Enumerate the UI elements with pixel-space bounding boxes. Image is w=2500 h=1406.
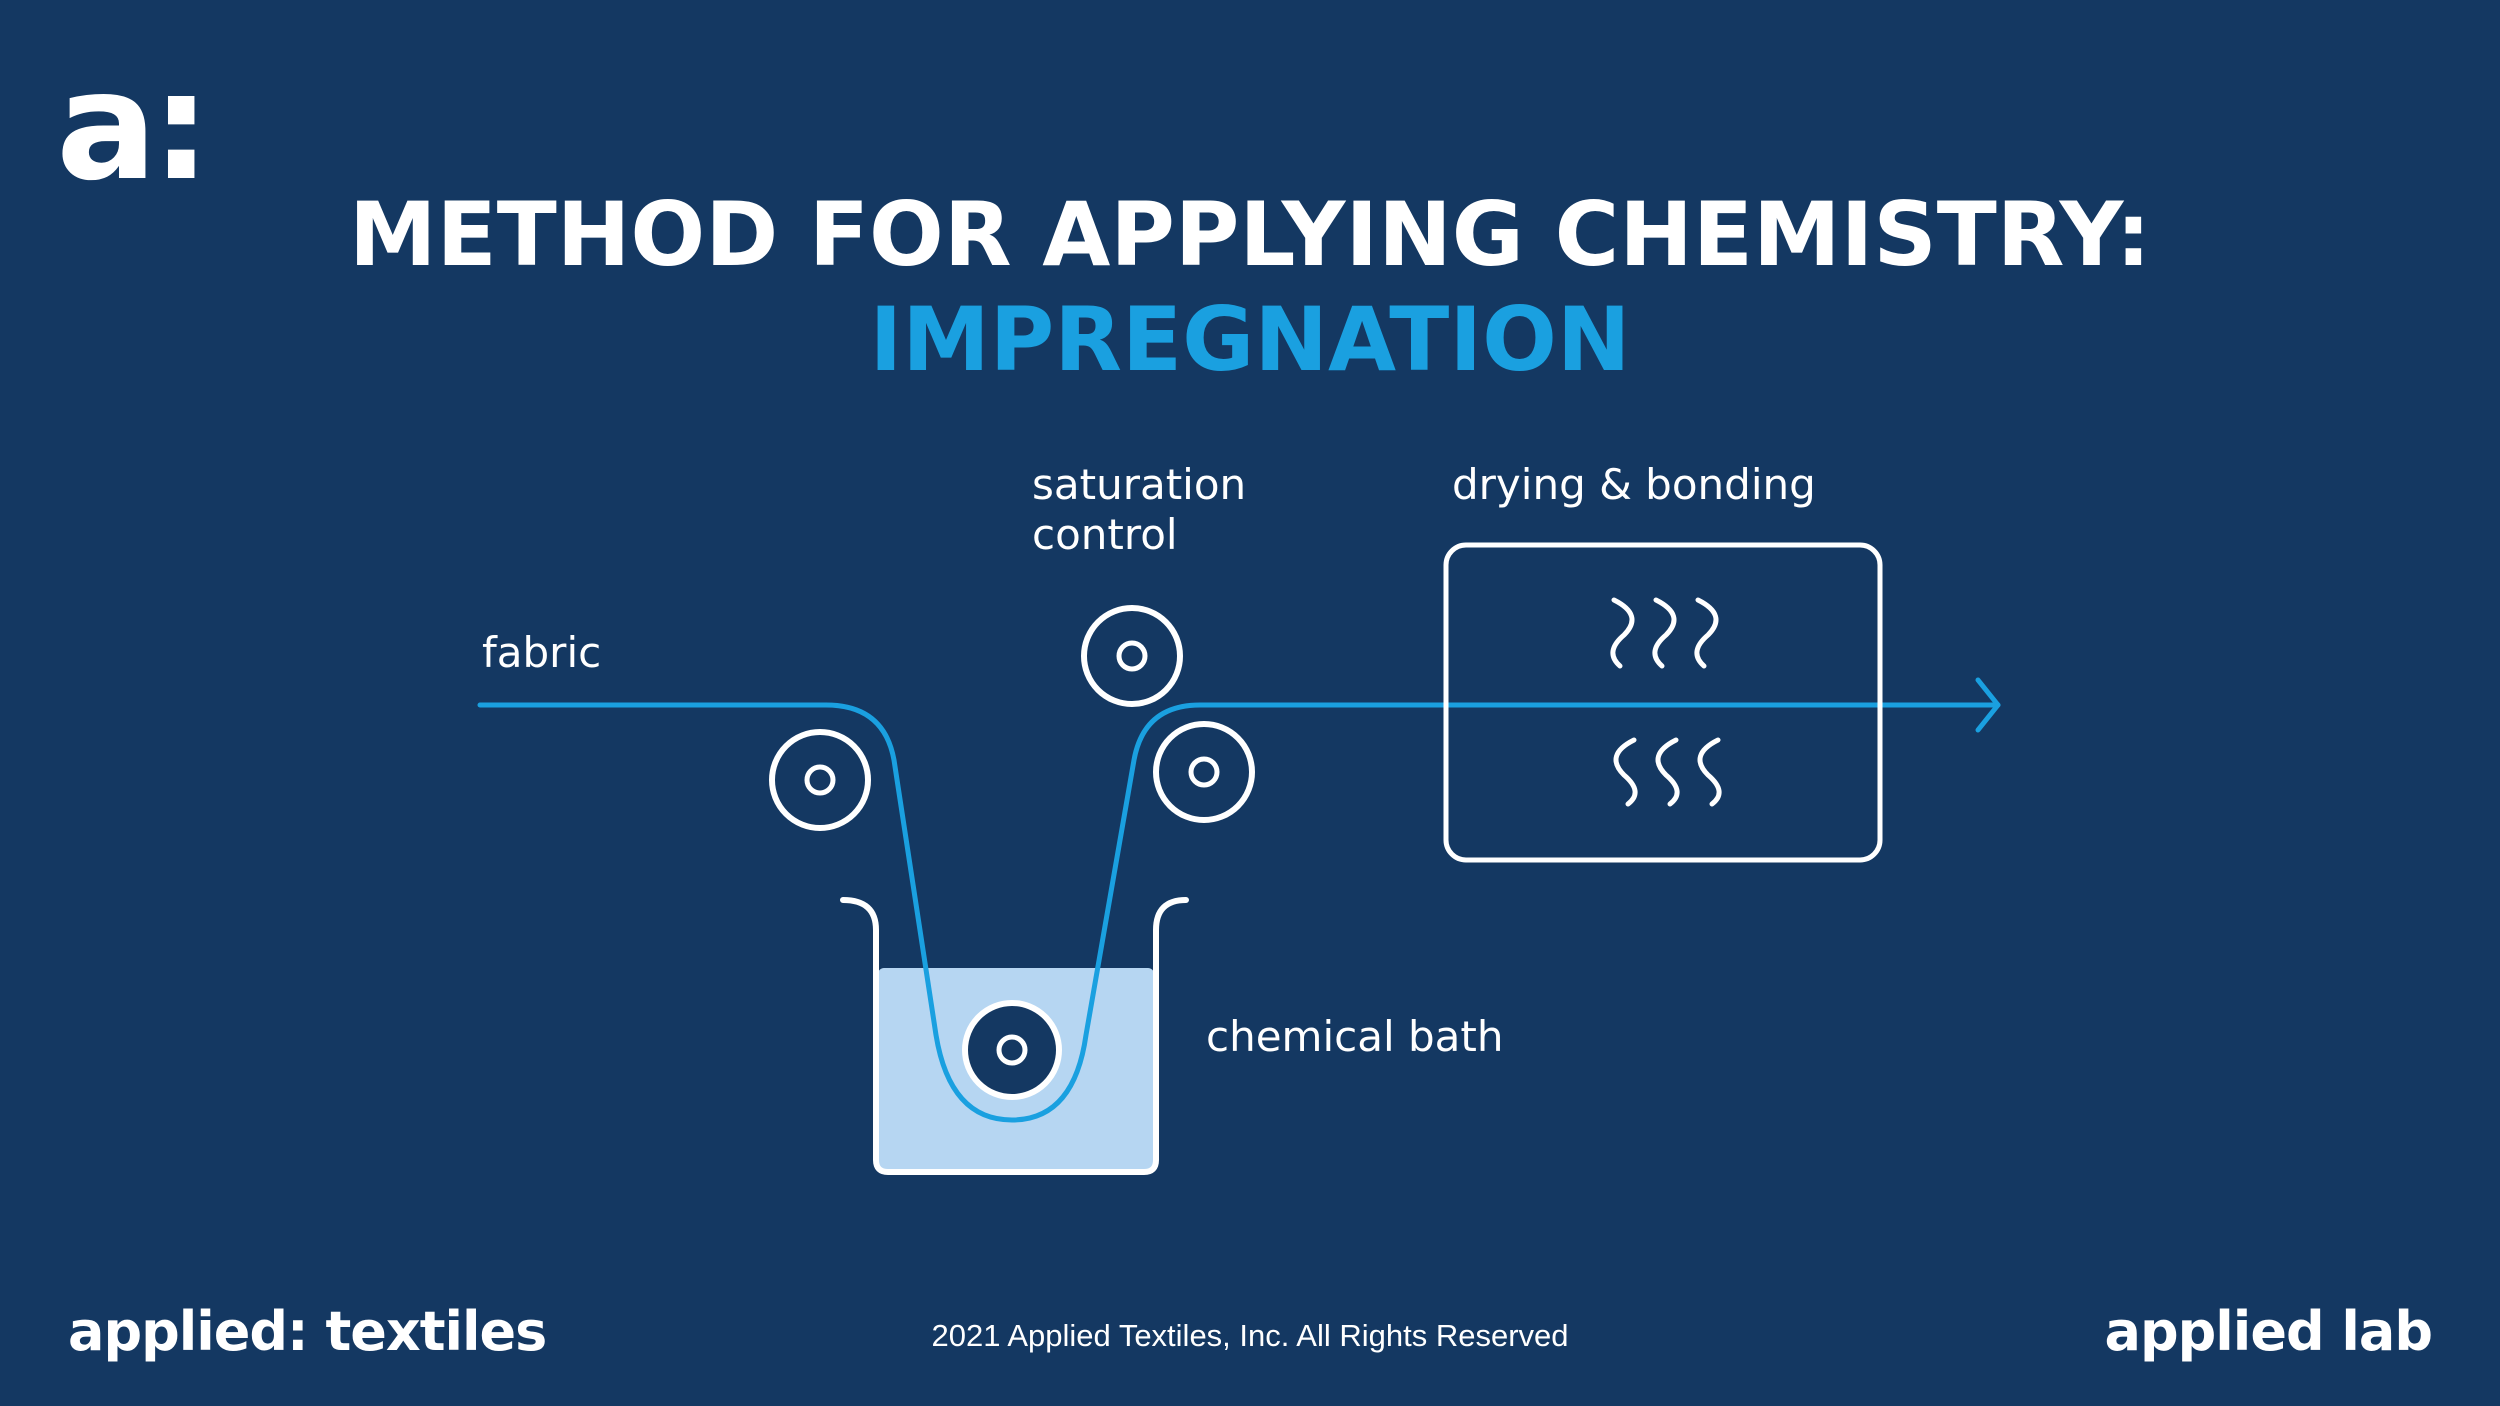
- roller-icon: [1153, 721, 1255, 823]
- label-drying-bonding: drying & bonding: [1452, 460, 1816, 509]
- footer-copyright: 2021 Applied Textiles, Inc. All Rights R…: [931, 1318, 1569, 1353]
- bath-container: [840, 897, 1189, 1175]
- heat-wave-icon: [1613, 737, 1722, 807]
- roller-icon: [769, 729, 871, 831]
- heat-wave-icon: [1610, 597, 1719, 669]
- footer-brand-applied-textiles: applied: textiles: [68, 1300, 547, 1363]
- fabric-path: [477, 702, 2001, 1123]
- roller-icon: [1081, 605, 1183, 707]
- brand-logo-mark: a:: [56, 40, 211, 214]
- arrow-right-icon: [1975, 677, 2001, 733]
- roller-icon: [962, 1000, 1062, 1100]
- label-saturation-control: saturation control: [1032, 460, 1247, 559]
- footer-brand-applied-lab: applied lab: [2104, 1300, 2433, 1363]
- label-fabric: fabric: [482, 628, 602, 677]
- label-chemical-bath: chemical bath: [1206, 1012, 1504, 1061]
- slide-title: METHOD FOR APPLYING CHEMISTRY:: [349, 183, 2151, 286]
- drying-box: [1443, 542, 1883, 863]
- slide-subtitle: IMPREGNATION: [869, 288, 1631, 391]
